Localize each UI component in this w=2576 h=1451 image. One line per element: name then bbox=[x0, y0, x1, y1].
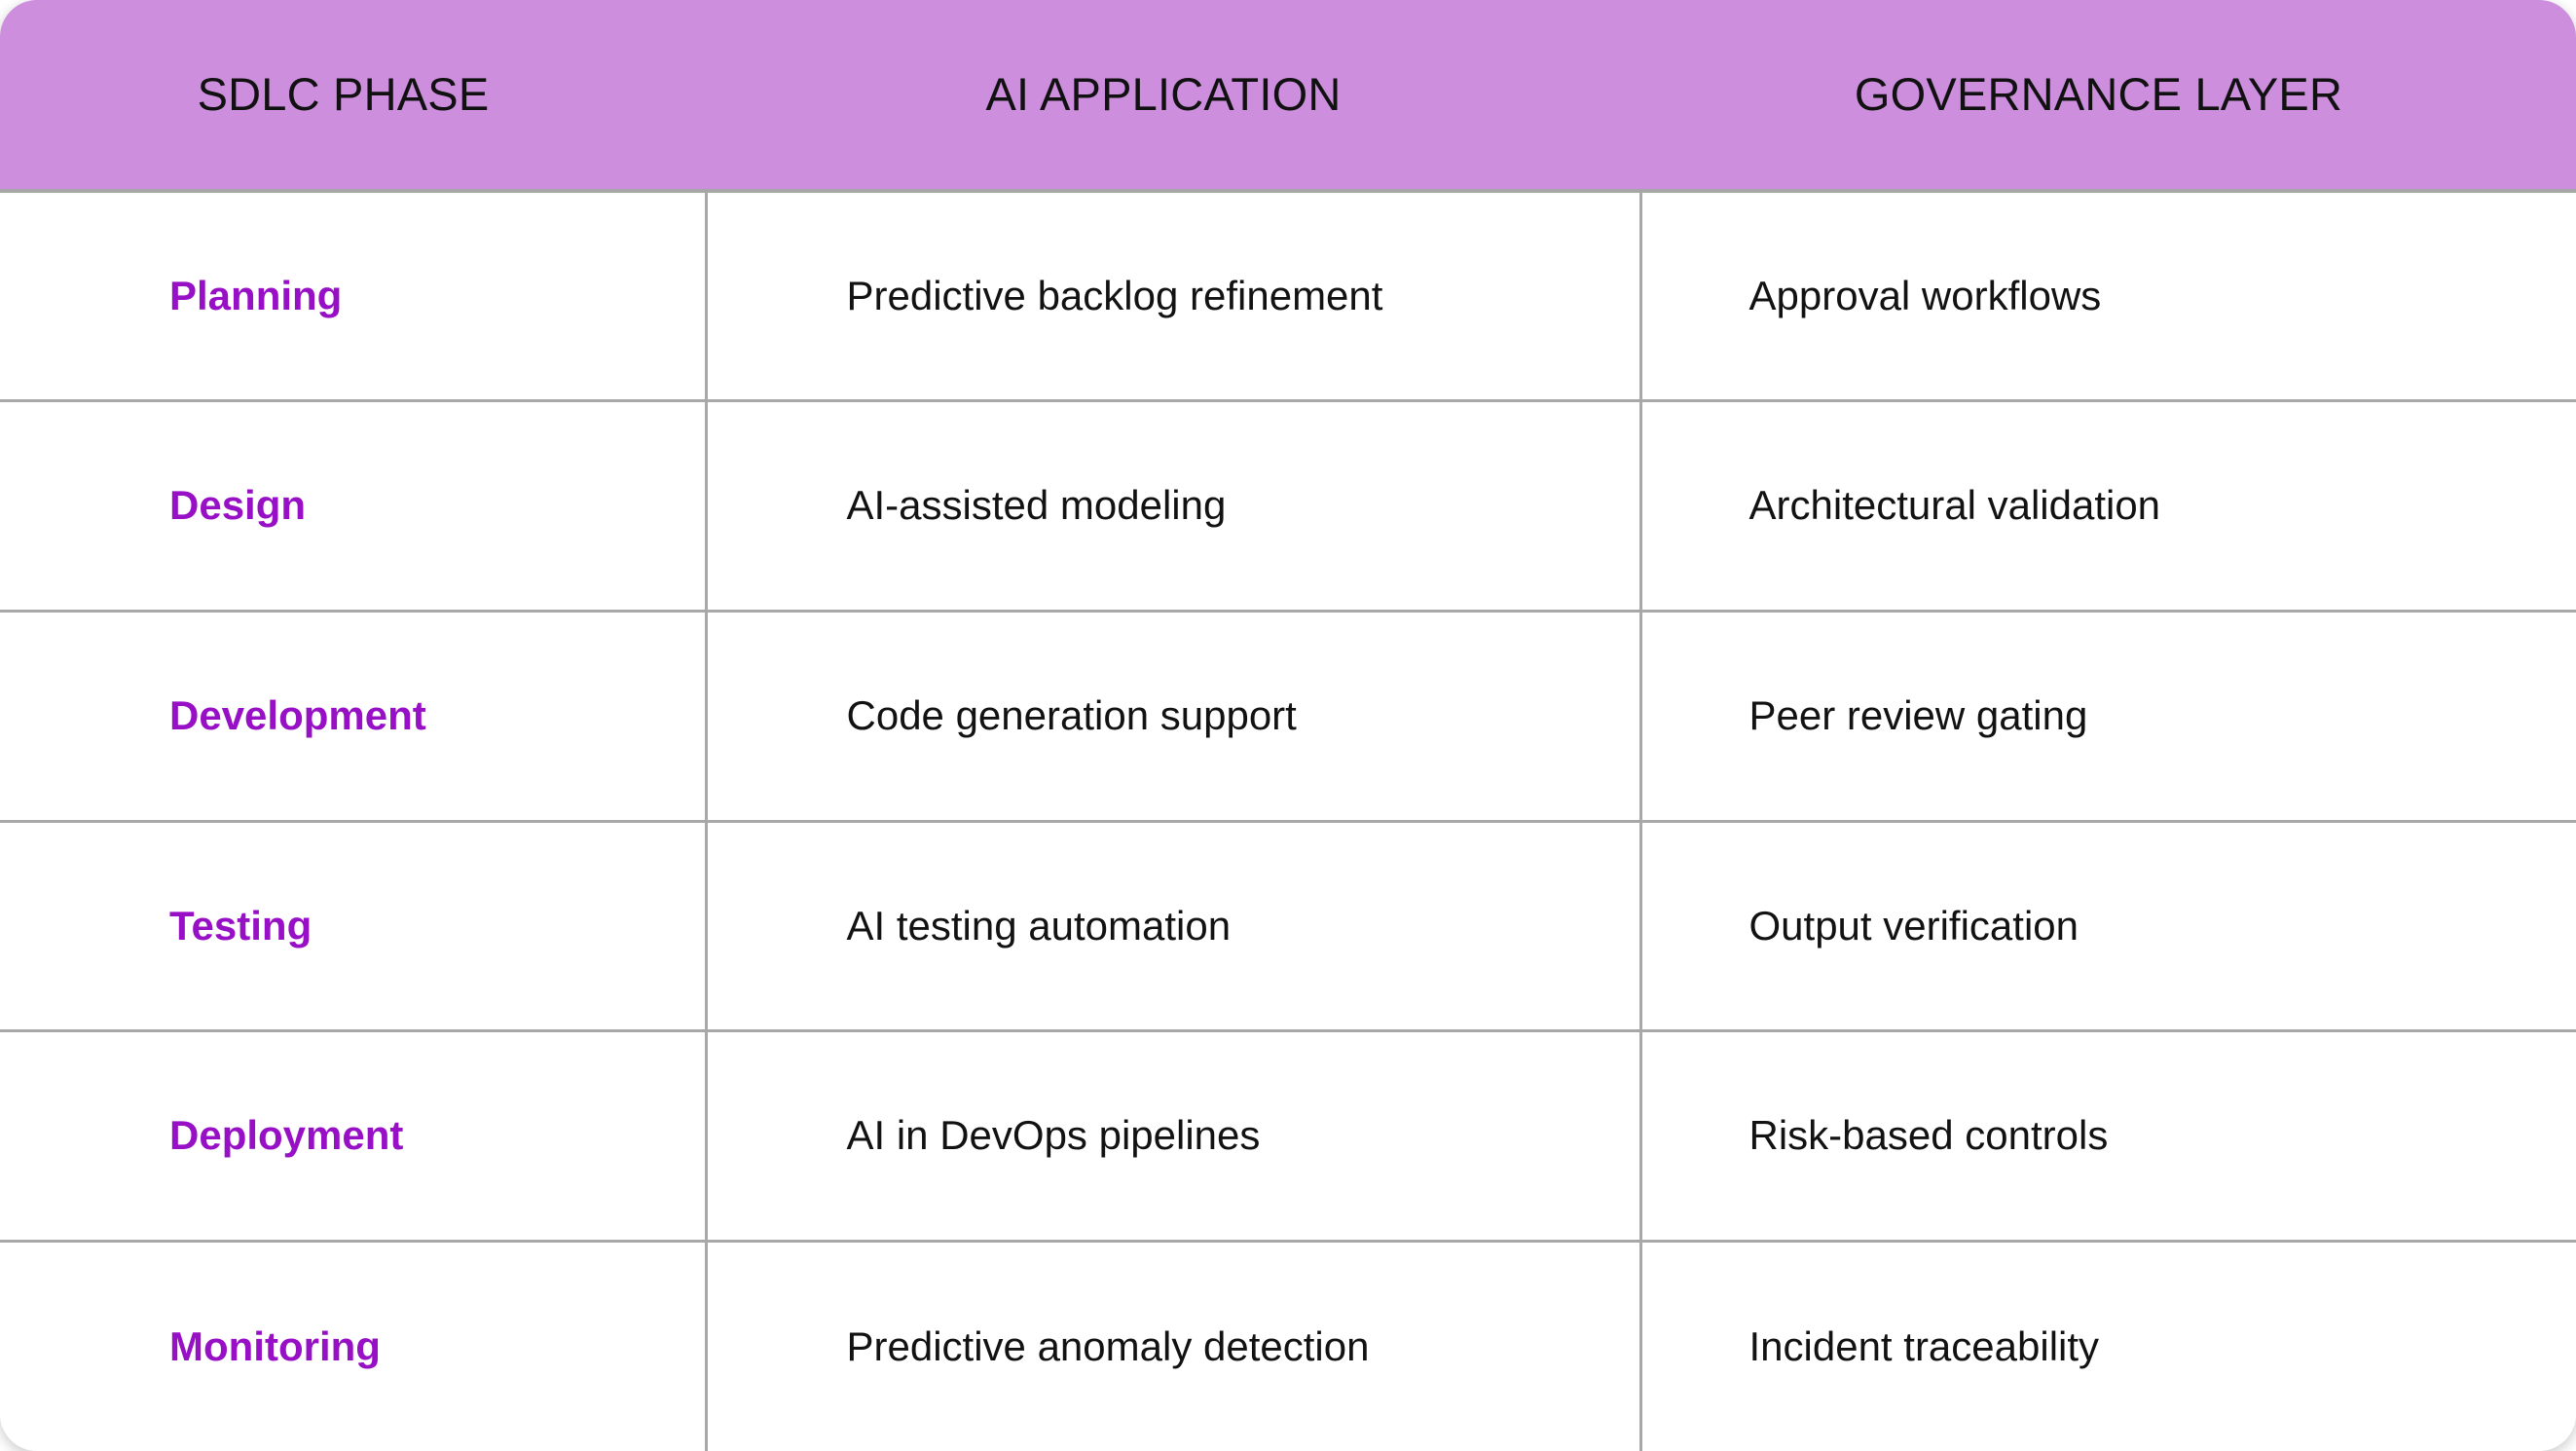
cell-application: Code generation support bbox=[704, 609, 1640, 822]
cell-governance: Risk-based controls bbox=[1638, 1029, 2576, 1242]
governance-label: Peer review gating bbox=[1748, 691, 2088, 738]
application-label: Predictive backlog refinement bbox=[846, 272, 1383, 318]
application-label: Code generation support bbox=[846, 691, 1297, 738]
table-row: Deployment AI in DevOps pipelines Risk-b… bbox=[0, 1029, 2576, 1242]
cell-phase: Design bbox=[0, 399, 706, 612]
column-header-ai-application: AI APPLICATION bbox=[706, 0, 1640, 194]
cell-application: AI-assisted modeling bbox=[704, 399, 1640, 612]
table-row: Design AI-assisted modeling Architectura… bbox=[0, 399, 2576, 612]
table-row: Development Code generation support Peer… bbox=[0, 609, 2576, 822]
cell-governance: Output verification bbox=[1638, 819, 2576, 1031]
cell-application: Predictive backlog refinement bbox=[704, 189, 1640, 401]
cell-governance: Architectural validation bbox=[1638, 399, 2576, 612]
table-row: Testing AI testing automation Output ver… bbox=[0, 819, 2576, 1031]
application-label: AI testing automation bbox=[846, 902, 1232, 949]
cell-phase: Planning bbox=[0, 189, 706, 401]
cell-application: AI in DevOps pipelines bbox=[704, 1029, 1640, 1242]
cell-phase: Development bbox=[0, 609, 706, 822]
application-label: AI in DevOps pipelines bbox=[846, 1112, 1261, 1159]
governance-label: Incident traceability bbox=[1748, 1322, 2100, 1369]
phase-label: Design bbox=[169, 482, 307, 529]
table-row: Monitoring Predictive anomaly detection … bbox=[0, 1239, 2576, 1451]
cell-governance: Incident traceability bbox=[1638, 1239, 2576, 1451]
phase-label: Testing bbox=[169, 902, 313, 949]
column-header-governance-layer-label: GOVERNANCE LAYER bbox=[1854, 67, 2343, 120]
governance-label: Risk-based controls bbox=[1748, 1112, 2109, 1159]
table-header-row: SDLC PHASE AI APPLICATION GOVERNANCE LAY… bbox=[0, 0, 2576, 194]
cell-governance: Approval workflows bbox=[1638, 189, 2576, 401]
column-header-sdlc-phase-label: SDLC PHASE bbox=[197, 67, 490, 120]
cell-phase: Testing bbox=[0, 819, 706, 1031]
column-header-governance-layer: GOVERNANCE LAYER bbox=[1640, 0, 2576, 194]
phase-label: Planning bbox=[169, 272, 343, 318]
table-row: Planning Predictive backlog refinement A… bbox=[0, 189, 2576, 401]
governance-label: Architectural validation bbox=[1748, 482, 2161, 529]
cell-application: Predictive anomaly detection bbox=[704, 1239, 1640, 1451]
application-label: Predictive anomaly detection bbox=[846, 1322, 1370, 1369]
phase-label: Monitoring bbox=[169, 1322, 381, 1369]
cell-phase: Monitoring bbox=[0, 1239, 706, 1451]
phase-label: Development bbox=[169, 691, 426, 738]
column-header-sdlc-phase: SDLC PHASE bbox=[0, 0, 706, 194]
application-label: AI-assisted modeling bbox=[846, 482, 1227, 529]
phase-label: Deployment bbox=[169, 1112, 404, 1159]
governance-label: Approval workflows bbox=[1748, 272, 2102, 318]
cell-application: AI testing automation bbox=[704, 819, 1640, 1031]
governance-label: Output verification bbox=[1748, 902, 2079, 949]
cell-governance: Peer review gating bbox=[1638, 609, 2576, 822]
cell-phase: Deployment bbox=[0, 1029, 706, 1242]
column-header-ai-application-label: AI APPLICATION bbox=[985, 67, 1342, 120]
